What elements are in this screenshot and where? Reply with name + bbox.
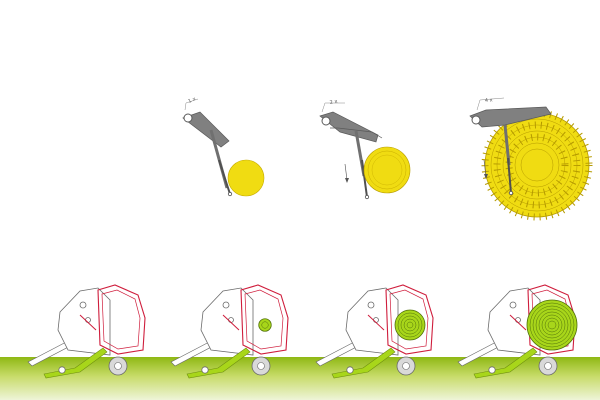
ground — [0, 357, 600, 400]
bale-stage-3 — [481, 109, 593, 221]
arm-stage-3: 4 x — [469, 97, 593, 221]
bale-stage-1 — [227, 159, 265, 197]
stage-2-label: 2 x — [329, 99, 338, 106]
baler-1 — [27, 284, 146, 379]
bale-stage-2 — [363, 146, 411, 194]
stage-1-label: 1 x — [187, 96, 197, 105]
stage-3-label: 4 x — [485, 97, 493, 104]
baler-3 — [315, 284, 434, 379]
baler-2 — [170, 284, 289, 379]
arm-stage-1: 1 x — [182, 96, 265, 197]
baler-row — [27, 284, 578, 379]
baler-4 — [457, 284, 578, 379]
arm-stage-2: 2 x — [319, 99, 411, 200]
